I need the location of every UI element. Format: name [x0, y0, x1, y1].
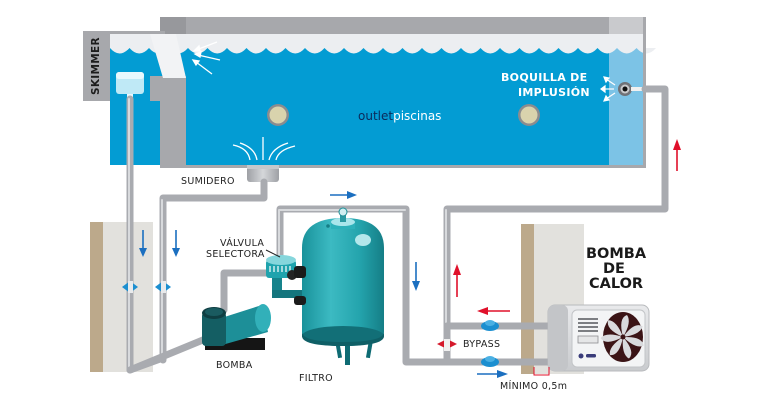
minimum-distance-bracket: [533, 367, 550, 376]
pump: [202, 304, 271, 350]
wave-scallop: [110, 48, 130, 54]
wave-scallop: [305, 48, 325, 54]
valve-bypass-icon[interactable]: [437, 339, 457, 351]
brand-logo-part2: piscinas: [393, 109, 441, 123]
selector-valve-label-line1: VÁLVULA: [220, 237, 264, 249]
fan-blade: [622, 337, 632, 359]
wave-scallop: [324, 48, 344, 54]
pool-water: [110, 34, 645, 165]
pool-light-left-icon: [267, 104, 289, 126]
boquilla-label-line1: BOQUILLA DE: [501, 71, 587, 84]
sumidero-label: SUMIDERO: [181, 176, 235, 187]
heat-pump-label-line3: CALOR: [589, 276, 643, 292]
wave-scallop: [402, 48, 422, 54]
wave-scallop: [617, 48, 637, 54]
wave-scallop: [461, 48, 481, 54]
valve-heater-supply-icon[interactable]: [481, 356, 499, 367]
return-nozzle-icon: [618, 82, 645, 96]
wave-scallop: [636, 48, 656, 54]
wave-scallop: [519, 48, 539, 54]
valve-heater-return-icon[interactable]: [481, 320, 499, 331]
nozzle-outflow-arrows-icon: [600, 76, 616, 102]
pool-top-frame-left: [160, 17, 186, 34]
flow-arrow-down-skimmer-icon: [139, 230, 147, 257]
water-surface-foam: [110, 34, 645, 48]
water-surface-waves: [110, 48, 656, 54]
boquilla-label-line2: IMPLUSIÓN: [518, 86, 590, 99]
valve-skimmer-icon[interactable]: [122, 281, 138, 293]
fan-blade: [607, 320, 623, 337]
wave-scallop: [363, 48, 383, 54]
skimmer-bottom-wall: [150, 76, 186, 101]
selector-valve: [266, 255, 308, 298]
drain-inflow-arrows-icon: [232, 137, 296, 161]
wave-scallop: [207, 48, 227, 54]
flow-arrow-right-filter-icon: [330, 191, 357, 199]
wave-scallop: [480, 48, 500, 54]
wave-scallop: [227, 48, 247, 54]
skimmer-label: SKIMMER: [90, 37, 102, 95]
pump-label: BOMBA: [216, 360, 253, 371]
pool: SKIMMER outletpiscinas B: [83, 17, 656, 187]
valve-drain-icon[interactable]: [155, 281, 171, 293]
filter-label: FILTRO: [299, 373, 333, 384]
flow-arrow-right-cold-icon: [477, 370, 508, 378]
wave-scallop: [129, 48, 149, 54]
heat-pump-label-line1: BOMBA: [586, 246, 647, 262]
wave-scallop: [246, 48, 266, 54]
wave-scallop: [383, 48, 403, 54]
fan-blade: [621, 315, 629, 337]
heat-pump-label-line2: DE: [603, 261, 625, 277]
bypass-label: BYPASS: [463, 339, 500, 350]
fan-blade: [623, 336, 644, 347]
fan-blade: [600, 334, 623, 342]
skimmer-mouth: [150, 34, 186, 78]
wave-scallop: [344, 48, 364, 54]
flow-arrow-down-drain-icon: [172, 230, 180, 257]
pool-right-frame: [643, 17, 646, 168]
pool-light-right-icon: [518, 104, 540, 126]
wave-scallop: [285, 48, 305, 54]
minimum-distance-label: MÍNIMO 0,5m: [500, 380, 567, 392]
wave-scallop: [558, 48, 578, 54]
heat-pump-unit: [547, 304, 650, 372]
wave-scallop: [500, 48, 520, 54]
wave-scallop: [597, 48, 617, 54]
brand-logo: outletpiscinas: [358, 109, 441, 123]
fan-blade: [609, 337, 623, 356]
pump-inlet-pipe: [126, 331, 219, 374]
flow-arrow-up-return-icon: [673, 139, 681, 171]
pool-top-frame: [160, 17, 645, 34]
flow-arrow-up-hot-icon: [453, 264, 461, 297]
fan-blade: [623, 325, 643, 337]
main-drain: [247, 165, 279, 182]
wave-scallop: [539, 48, 559, 54]
skimmer-inflow-arrows-icon: [191, 41, 221, 75]
pool-bottom-frame: [160, 165, 645, 168]
selector-valve-label-line2: SELECTORA: [206, 249, 265, 260]
flow-arrow-down-filter-out-icon: [412, 262, 420, 291]
pool-water-right-light: [609, 34, 645, 165]
pool-top-frame-right: [609, 17, 645, 34]
wave-scallop: [266, 48, 286, 54]
flow-arrow-left-hot-icon: [477, 307, 510, 315]
wave-scallop: [441, 48, 461, 54]
wave-scallop: [578, 48, 598, 54]
pump-outlet-pipe: [220, 269, 276, 314]
brand-logo-part1: outlet: [358, 109, 393, 123]
sand-filter: [294, 207, 384, 365]
selector-valve-pointer: [265, 249, 281, 258]
wave-scallop: [422, 48, 442, 54]
